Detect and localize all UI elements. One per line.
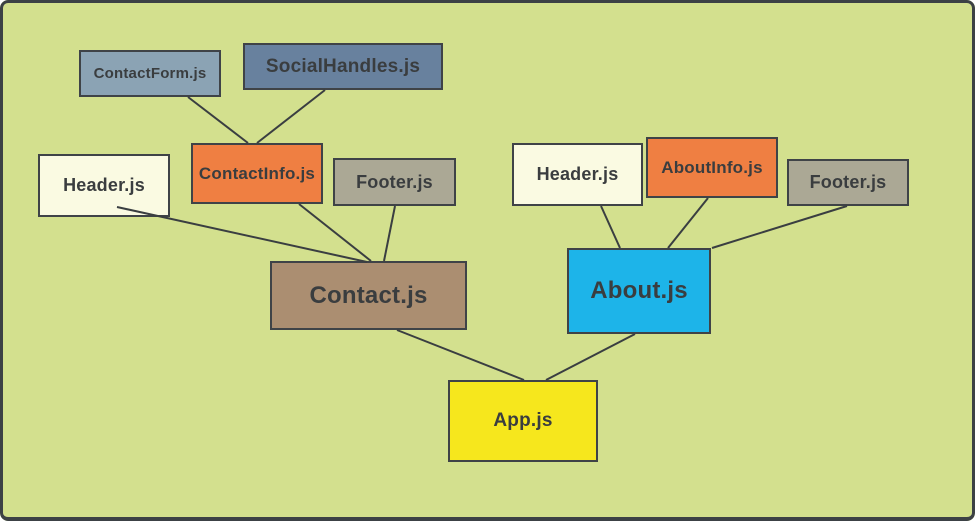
node-label-contactinfo: ContactInfo.js xyxy=(198,163,316,183)
node-label-aboutinfo: AboutInfo.js xyxy=(661,157,763,177)
node-footer-left: Footer.js xyxy=(333,158,456,206)
node-label-footer-left: Footer.js xyxy=(356,171,433,192)
node-label-app: App.js xyxy=(493,410,553,431)
node-label-footer-right: Footer.js xyxy=(809,172,887,192)
node-app: App.js xyxy=(448,380,598,462)
node-footer-right: Footer.js xyxy=(787,159,909,206)
node-label-contactform: ContactForm.js xyxy=(93,65,207,82)
node-contact: Contact.js xyxy=(270,261,467,330)
node-about: About.js xyxy=(567,248,711,334)
node-header-right: Header.js xyxy=(512,143,643,206)
node-label-socialhandles: SocialHandles.js xyxy=(265,55,421,77)
node-contactform: ContactForm.js xyxy=(79,50,221,97)
node-header-left: Header.js xyxy=(38,154,170,217)
node-label-header-right: Header.js xyxy=(536,164,619,184)
node-aboutinfo: AboutInfo.js xyxy=(646,137,778,198)
node-label-contact: Contact.js xyxy=(309,281,428,309)
node-label-about: About.js xyxy=(590,277,688,304)
node-socialhandles: SocialHandles.js xyxy=(243,43,443,90)
node-contactinfo: ContactInfo.js xyxy=(191,143,323,204)
node-label-header-left: Header.js xyxy=(63,175,145,195)
